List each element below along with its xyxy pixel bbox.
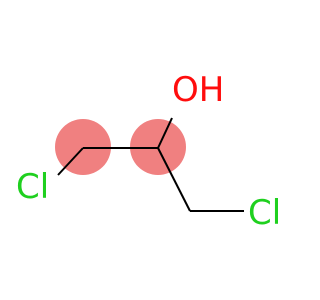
chlorine-label-left: Cl <box>16 167 49 207</box>
oxygen-label: OH <box>172 70 224 110</box>
bond-c1-cl-left <box>57 147 84 176</box>
bond-c2-c3 <box>157 147 191 212</box>
bond-c2-o <box>157 117 173 149</box>
bonds <box>57 117 244 212</box>
molecule-diagram: OH Cl Cl <box>16 70 281 233</box>
chlorine-label-right: Cl <box>248 193 281 233</box>
